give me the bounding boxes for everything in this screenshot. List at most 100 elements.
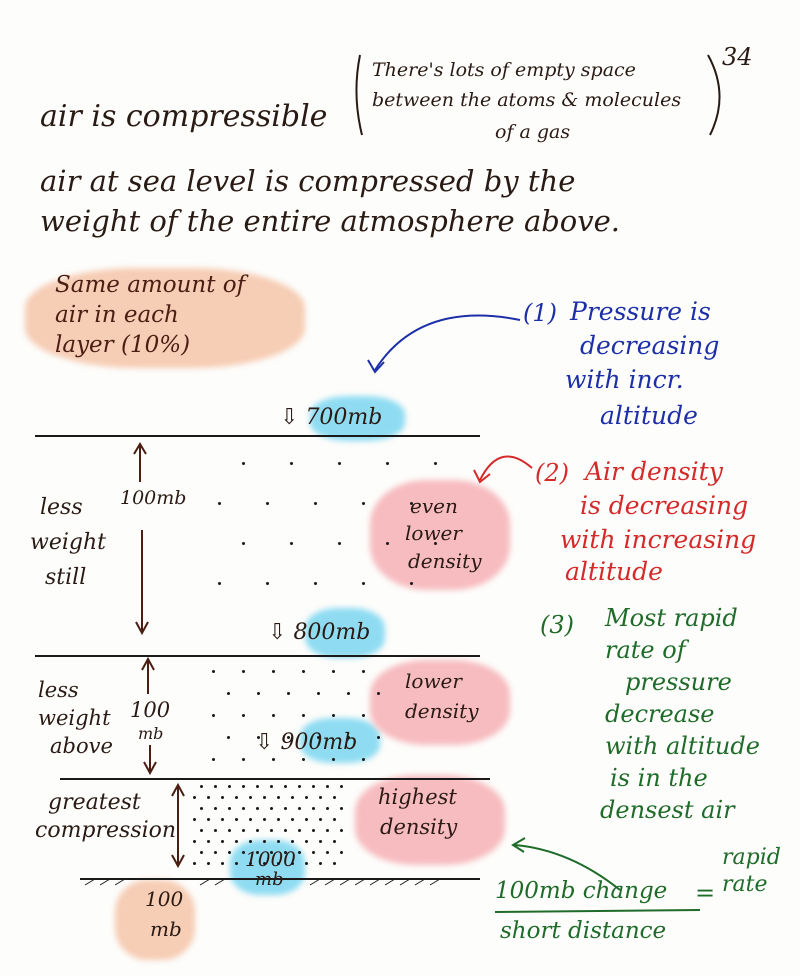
molecule-dot <box>271 714 275 717</box>
equation-result-1: rapid <box>722 845 781 870</box>
molecule-dot <box>218 582 222 585</box>
molecule-dot <box>290 462 294 465</box>
intro-paren-1: There's lots of empty space <box>372 59 636 81</box>
molecule-dot <box>325 785 329 788</box>
intro-line-1: air is compressible <box>40 99 328 134</box>
even-lower-density-3: density <box>408 549 482 573</box>
greatest-compression-1: greatest <box>48 790 141 815</box>
molecule-dot <box>256 736 260 739</box>
molecule-dot <box>248 796 252 799</box>
molecule-dot <box>276 796 280 799</box>
molecule-dot <box>206 796 210 799</box>
molecule-dot <box>325 807 329 810</box>
molecule-dot <box>361 714 365 717</box>
molecule-dot <box>304 862 308 865</box>
ground-line <box>80 878 480 880</box>
molecule-dot <box>314 582 318 585</box>
point-2-line-4: altitude <box>565 557 663 586</box>
molecule-dot <box>256 692 260 695</box>
red-highlight-mid <box>370 660 510 745</box>
molecule-dot <box>290 796 294 799</box>
molecule-dot <box>311 829 315 832</box>
label-1000-mb: mb <box>255 869 284 890</box>
molecule-dot <box>192 796 196 799</box>
less-weight-still-3: still <box>45 565 87 590</box>
layer-note-1: Same amount of <box>55 272 246 298</box>
molecule-dot <box>304 840 308 843</box>
highest-density-1: highest <box>378 785 457 809</box>
molecule-dot <box>213 785 217 788</box>
intro-paren-2: between the atoms & molecules <box>372 89 682 111</box>
level-line-900 <box>60 778 490 780</box>
less-weight-still-1: less <box>40 495 83 520</box>
molecule-dot <box>218 502 222 505</box>
molecule-dot <box>213 807 217 810</box>
molecule-dot <box>331 714 335 717</box>
molecule-dot <box>220 862 224 865</box>
molecule-dot <box>283 829 287 832</box>
molecule-dot <box>297 829 301 832</box>
point-2-num: 2 <box>544 459 560 487</box>
molecule-dot <box>206 840 210 843</box>
molecule-dot <box>241 851 245 854</box>
molecule-dot <box>290 818 294 821</box>
molecule-dot <box>283 785 287 788</box>
molecule-dot <box>226 692 230 695</box>
molecule-dot <box>199 807 203 810</box>
equation-equals: = <box>695 879 716 907</box>
molecule-dot <box>314 502 318 505</box>
molecule-dot <box>346 736 350 739</box>
blue-highlight-1000 <box>230 840 305 895</box>
less-weight-above-2: weight <box>38 706 111 730</box>
molecule-dot <box>248 862 252 865</box>
molecule-dot <box>331 758 335 761</box>
less-weight-above-1: less <box>38 678 79 702</box>
less-weight-above-3: above <box>50 734 113 758</box>
point-1-line-3: with incr. <box>565 365 684 394</box>
molecule-dot <box>434 542 438 545</box>
molecule-dot <box>339 829 343 832</box>
ground-gap-100: 100 <box>145 887 184 911</box>
molecule-dot <box>304 796 308 799</box>
molecule-dot <box>318 796 322 799</box>
molecule-dot <box>242 542 246 545</box>
molecule-dot <box>346 692 350 695</box>
point-1-number: (1) <box>523 299 558 327</box>
molecule-dot <box>234 818 238 821</box>
molecule-dot <box>192 840 196 843</box>
molecule-dot <box>234 796 238 799</box>
molecule-dot <box>206 818 210 821</box>
molecule-dot <box>410 502 414 505</box>
molecule-dot <box>266 502 270 505</box>
molecule-dot <box>410 582 414 585</box>
molecule-dot <box>227 851 231 854</box>
page-number: 34 <box>722 43 753 71</box>
molecule-dot <box>318 862 322 865</box>
lower-density-1: lower <box>405 669 462 693</box>
molecule-dot <box>262 796 266 799</box>
molecule-dot <box>311 785 315 788</box>
label-700mb: ⇩ 700mb <box>280 405 383 430</box>
molecule-dot <box>386 542 390 545</box>
point-2-line-1: Air density <box>585 457 723 486</box>
molecule-dot <box>248 840 252 843</box>
gap-100-mid: 100 <box>130 698 171 722</box>
point-3-line-1: Most rapid <box>605 604 738 632</box>
highest-density-2: density <box>380 815 458 839</box>
label-800mb-text: 800mb <box>293 620 371 645</box>
red-highlight-bottom <box>355 775 505 865</box>
molecule-dot <box>227 785 231 788</box>
molecule-dot <box>338 462 342 465</box>
point-3-line-3: pressure <box>625 668 732 696</box>
molecule-dot <box>226 736 230 739</box>
molecule-dot <box>241 714 245 717</box>
molecule-dot <box>297 785 301 788</box>
molecule-dot <box>241 829 245 832</box>
equation-denominator: short distance <box>500 918 667 944</box>
molecule-dot <box>290 840 294 843</box>
molecule-dot <box>211 670 215 673</box>
point-3-num: 3 <box>549 611 565 639</box>
molecule-dot <box>234 862 238 865</box>
molecule-dot <box>361 758 365 761</box>
